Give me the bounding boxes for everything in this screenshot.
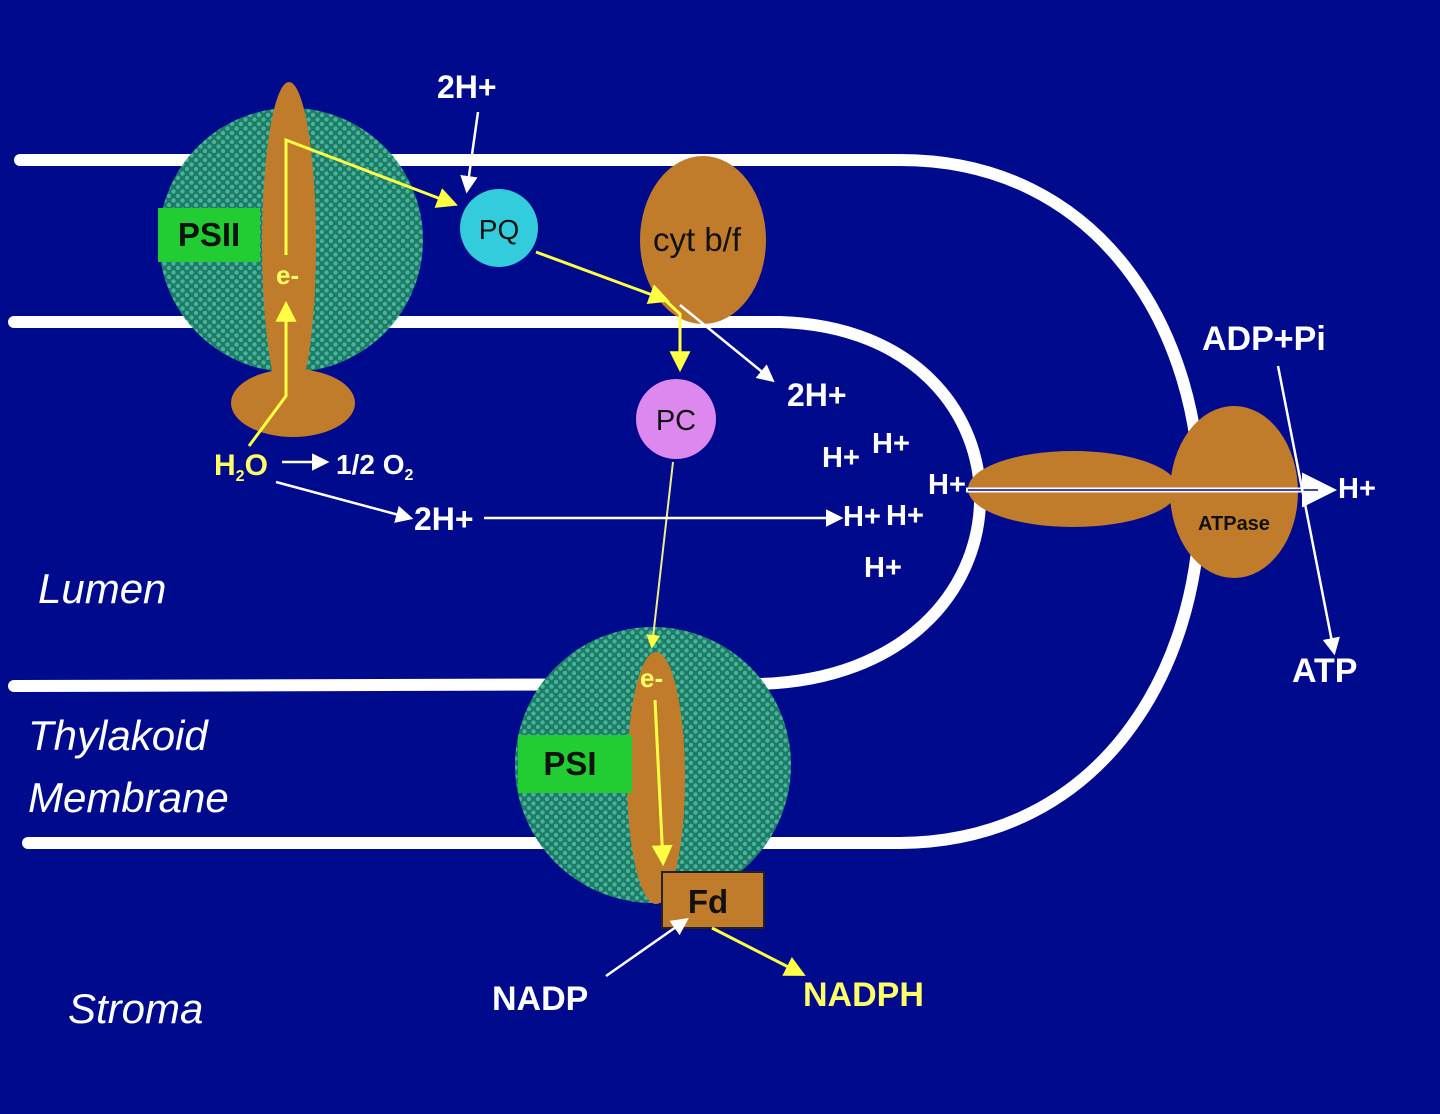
proton-label-water: 2H+ (414, 501, 474, 537)
psi-complex: PSI e- Fd (515, 627, 791, 929)
atpase-label: ATPase (1198, 513, 1270, 535)
proton-label-top: 2H+ (437, 69, 497, 105)
pq-to-cyt-arrow (535, 250, 670, 305)
psii-complex: PSII e- (158, 82, 423, 437)
oxygen-label: 1/2 O2 (336, 449, 413, 484)
psi-core-protein (627, 652, 685, 904)
water-to-psii-arrow (247, 300, 297, 447)
adp-label: ADP+Pi (1202, 320, 1326, 358)
lumen-label: Lumen (38, 565, 166, 612)
pc-carrier (636, 379, 716, 459)
water-proton-arrow (275, 480, 414, 523)
psi-label: PSI (543, 745, 596, 782)
psii-to-pq-arrow (284, 137, 458, 255)
pc-to-psi-arrow (646, 461, 674, 649)
atp-synthase: ATPase (966, 406, 1337, 578)
pq-label: PQ (479, 214, 519, 245)
atp-label: ATP (1292, 652, 1357, 690)
nadp-label: NADP (492, 980, 588, 1018)
proton-label-lumen-2: H+ (872, 428, 910, 460)
pc-label: PC (656, 405, 696, 437)
proton-label-stroma: H+ (1338, 473, 1376, 505)
proton-label-lumen-4: H+ (843, 501, 881, 533)
psii-electron-label: e- (276, 260, 299, 290)
proton-label-lumen-1: H+ (822, 442, 860, 474)
psii-core-protein (262, 82, 316, 406)
fd-label: Fd (688, 883, 728, 920)
adp-to-atp-arrow (1276, 365, 1340, 656)
nadph-label: NADPH (803, 976, 924, 1014)
psi-to-fd-arrow (651, 699, 673, 867)
proton-label-lumen-6: H+ (864, 552, 902, 584)
cyt-bf-complex (640, 156, 766, 324)
membrane-label: Membrane (28, 774, 229, 821)
cyt-bf-label: cyt b/f (653, 221, 742, 258)
proton-label-cyt: 2H+ (787, 377, 847, 413)
cyt-proton-release-arrow (679, 304, 775, 383)
proton-label-lumen-5: H+ (886, 500, 924, 532)
psi-electron-label: e- (640, 663, 663, 693)
fd-to-nadph-arrow (711, 926, 806, 976)
cyt-to-pc-arrow (663, 298, 691, 373)
psii-lower-protein (231, 369, 355, 437)
pq-proton-uptake-arrow (460, 111, 480, 194)
water-label: H2O (214, 449, 268, 485)
psi-label-box (518, 735, 632, 793)
psii-label: PSII (178, 216, 240, 253)
stroma-label: Stroma (68, 985, 203, 1032)
pq-carrier (460, 189, 538, 267)
proton-arrows (275, 111, 1340, 978)
nadp-to-fd-arrow (605, 917, 689, 978)
psii-label-box (158, 208, 260, 262)
electron-path (247, 137, 806, 976)
thylakoid-label: Thylakoid (28, 712, 209, 759)
proton-label-lumen-3: H+ (928, 469, 966, 501)
